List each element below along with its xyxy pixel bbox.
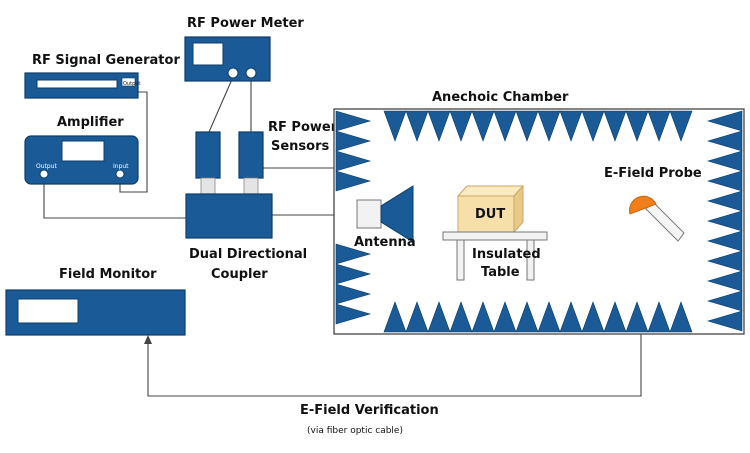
chamber-absorber-right xyxy=(706,110,743,332)
absorber-cone xyxy=(706,210,743,232)
insulated-table-label-1: Insulated xyxy=(472,247,541,262)
absorber-cone xyxy=(515,110,539,142)
dut-label: DUT xyxy=(475,207,505,222)
absorber-cone xyxy=(706,230,743,252)
absorber-cone xyxy=(706,250,743,272)
absorber-cone xyxy=(706,190,743,212)
absorber-cone xyxy=(335,303,372,325)
absorber-cone xyxy=(449,110,473,142)
amp-input-port xyxy=(115,169,125,179)
absorber-cone xyxy=(427,110,451,142)
absorber-cone xyxy=(537,301,561,333)
absorber-cone xyxy=(647,110,671,142)
coupler-label-2: Coupler xyxy=(211,267,268,282)
absorber-cone xyxy=(647,301,671,333)
anechoic-chamber-label: Anechoic Chamber xyxy=(432,90,569,105)
absorber-cone xyxy=(603,301,627,333)
absorber-cone xyxy=(335,243,372,265)
absorber-cone xyxy=(405,301,429,333)
absorber-cone xyxy=(515,301,539,333)
e-field-probe-label: E-Field Probe xyxy=(604,166,702,181)
amp-output-port xyxy=(39,169,49,179)
absorber-cone xyxy=(559,301,583,333)
insulated-table-label-2: Table xyxy=(481,265,520,280)
antenna xyxy=(356,185,414,243)
e-field-verification-label: E-Field Verification xyxy=(300,403,439,418)
absorber-cone xyxy=(449,301,473,333)
absorber-cone xyxy=(669,301,693,333)
absorber-cone xyxy=(383,301,407,333)
signal-generator-to-amplifier-cable xyxy=(119,91,148,193)
absorber-cone xyxy=(427,301,451,333)
sig-gen-output-label: Output xyxy=(123,81,140,87)
absorber-cone xyxy=(405,110,429,142)
field-monitor xyxy=(5,289,186,336)
absorber-cone xyxy=(335,130,372,152)
absorber-cone xyxy=(335,170,372,192)
amp-output-label: Output xyxy=(36,163,57,170)
absorber-cone xyxy=(581,110,605,142)
amp-input-label: Input xyxy=(113,163,129,170)
power-meter-port-a xyxy=(227,67,239,79)
rf-power-meter-label: RF Power Meter xyxy=(187,16,304,31)
absorber-cone xyxy=(471,110,495,142)
absorber-cone xyxy=(493,110,517,142)
absorber-cone xyxy=(625,110,649,142)
absorber-cone xyxy=(559,110,583,142)
absorber-cone xyxy=(706,310,743,332)
absorber-cone xyxy=(625,301,649,333)
chamber-absorber-bottom xyxy=(383,301,693,333)
rf-power-sensors-label-2: Sensors xyxy=(271,139,330,154)
e-field-probe xyxy=(629,195,685,242)
absorber-cone xyxy=(335,263,372,285)
sig-gen-output-port xyxy=(121,77,136,87)
antenna-label: Antenna xyxy=(354,235,416,250)
absorber-cone xyxy=(493,301,517,333)
absorber-cone xyxy=(706,130,743,152)
power-meter-port-b xyxy=(245,67,257,79)
absorber-cone xyxy=(706,270,743,292)
amplifier-label: Amplifier xyxy=(57,115,124,130)
chamber-absorber-left xyxy=(335,110,372,325)
absorber-cone xyxy=(335,283,372,305)
absorber-cone xyxy=(603,110,627,142)
rf-power-sensor-reflected xyxy=(238,131,264,195)
absorber-cone xyxy=(706,170,743,192)
absorber-cone xyxy=(537,110,561,142)
absorber-cone xyxy=(471,301,495,333)
rf-signal-generator-label: RF Signal Generator xyxy=(32,53,180,68)
rf-power-meter xyxy=(184,36,271,82)
power-meter-to-sensors-cables xyxy=(208,76,252,133)
fiber-arrow-head xyxy=(144,335,152,344)
chamber-absorber-top xyxy=(383,110,693,142)
absorber-cone xyxy=(669,110,693,142)
coupler-label-1: Dual Directional xyxy=(189,247,307,262)
insulated-table xyxy=(442,231,548,281)
absorber-cone xyxy=(335,150,372,172)
absorber-cone xyxy=(706,110,743,132)
fiber-optic-note: (via fiber optic cable) xyxy=(307,426,403,436)
amplifier: Output Input xyxy=(24,135,139,185)
amplifier-to-coupler-cable xyxy=(43,178,186,219)
absorber-cone xyxy=(706,290,743,312)
absorber-cone xyxy=(383,110,407,142)
field-monitor-label: Field Monitor xyxy=(59,267,157,282)
rf-power-sensor-forward xyxy=(195,131,221,195)
absorber-cone xyxy=(706,150,743,172)
absorber-cone xyxy=(581,301,605,333)
dual-directional-coupler xyxy=(185,193,273,239)
rf-power-sensors-label-1: RF Power xyxy=(268,120,338,135)
absorber-cone xyxy=(335,110,372,132)
rf-signal-generator: Output xyxy=(24,72,140,99)
